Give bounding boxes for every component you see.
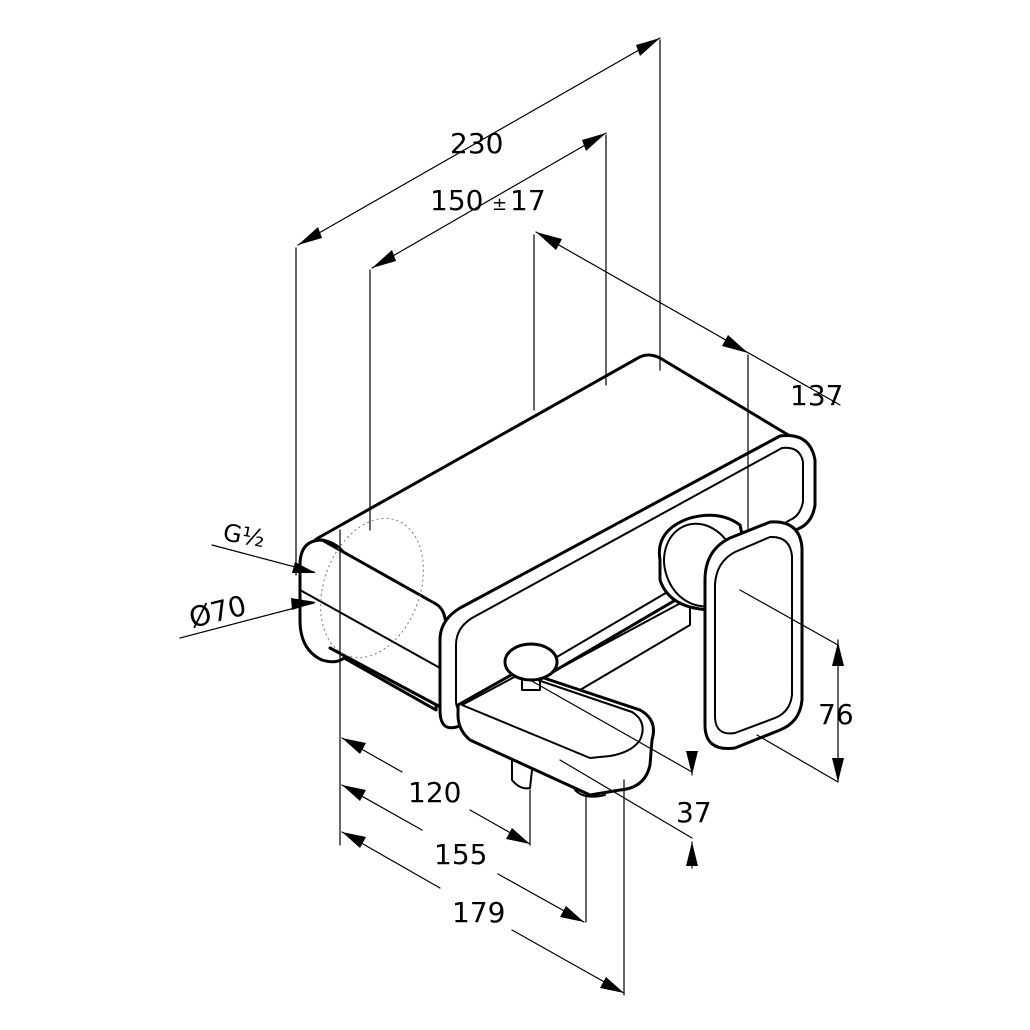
arrow-120-left: [342, 738, 366, 754]
diverter-knob: [503, 642, 559, 682]
dim-137-line: [535, 231, 841, 406]
dim-150-tol-label: 17: [510, 184, 546, 217]
spout-nozzle: [574, 789, 606, 798]
diameter-leader: [179, 602, 315, 639]
spout-plate-top: [461, 673, 644, 759]
arrow-diameter: [291, 598, 316, 610]
arrow-37-bottom: [686, 842, 698, 866]
arrow-150-right: [582, 133, 606, 151]
mixer-handle: [657, 513, 804, 751]
arrow-230-left: [298, 227, 322, 245]
mixer-spout: [456, 642, 655, 798]
handle-lever-inner: [714, 535, 793, 735]
diameter-label: Ø70: [186, 589, 250, 635]
arrow-179-left: [342, 832, 366, 848]
arrow-thread: [292, 562, 316, 573]
dimension-lines: [179, 37, 841, 996]
arrow-155-right: [560, 906, 584, 922]
thread-size: ½: [239, 522, 267, 554]
diverter-stem: [521, 677, 541, 691]
dim-230-line: [297, 37, 661, 246]
inner-wall: [559, 597, 691, 691]
dim-137-label: 137: [790, 379, 843, 412]
dim-76-ext-top: [739, 589, 839, 646]
arrow-137-right: [722, 335, 748, 353]
thread-prefix: G: [221, 518, 244, 549]
arrow-179-right: [600, 977, 624, 993]
hidden-inlet: [320, 517, 424, 659]
arrow-137-left: [536, 232, 562, 250]
dim-155-label: 155: [434, 838, 487, 871]
arrow-37-top: [686, 751, 698, 775]
arrow-76-bottom: [832, 758, 844, 782]
arrow-230-right: [636, 38, 660, 56]
diameter-value: 70: [207, 589, 250, 630]
spout-outlet: [511, 759, 533, 790]
arrow-76-top: [832, 642, 844, 666]
dim-76-label: 76: [818, 698, 854, 731]
arrowheads: [291, 38, 844, 993]
dim-179-label: 179: [452, 896, 505, 929]
dim-76-ext-bottom: [756, 734, 839, 783]
dim-37-label: 37: [676, 796, 712, 829]
arrow-120-right: [506, 828, 530, 844]
dim-150-label: 150: [430, 184, 483, 217]
arrow-150-left: [372, 250, 396, 268]
thread-label: G½: [221, 518, 267, 553]
dim-150-line: [371, 132, 607, 269]
handle-lever: [703, 520, 804, 751]
dimension-labels: 230 150 ± 17 137 76 37 120 155 179 G½ Ø7…: [186, 127, 854, 929]
dim-37-ext-bottom: [559, 759, 693, 839]
dim-150-tol-sign: ±: [492, 194, 507, 215]
dim-230-label: 230: [450, 127, 503, 160]
arrow-155-left: [342, 785, 366, 801]
body-edge-line: [299, 589, 441, 669]
spout-plate: [456, 668, 655, 797]
dim-37-ext-top: [529, 679, 693, 773]
dim-120-label: 120: [408, 776, 461, 809]
